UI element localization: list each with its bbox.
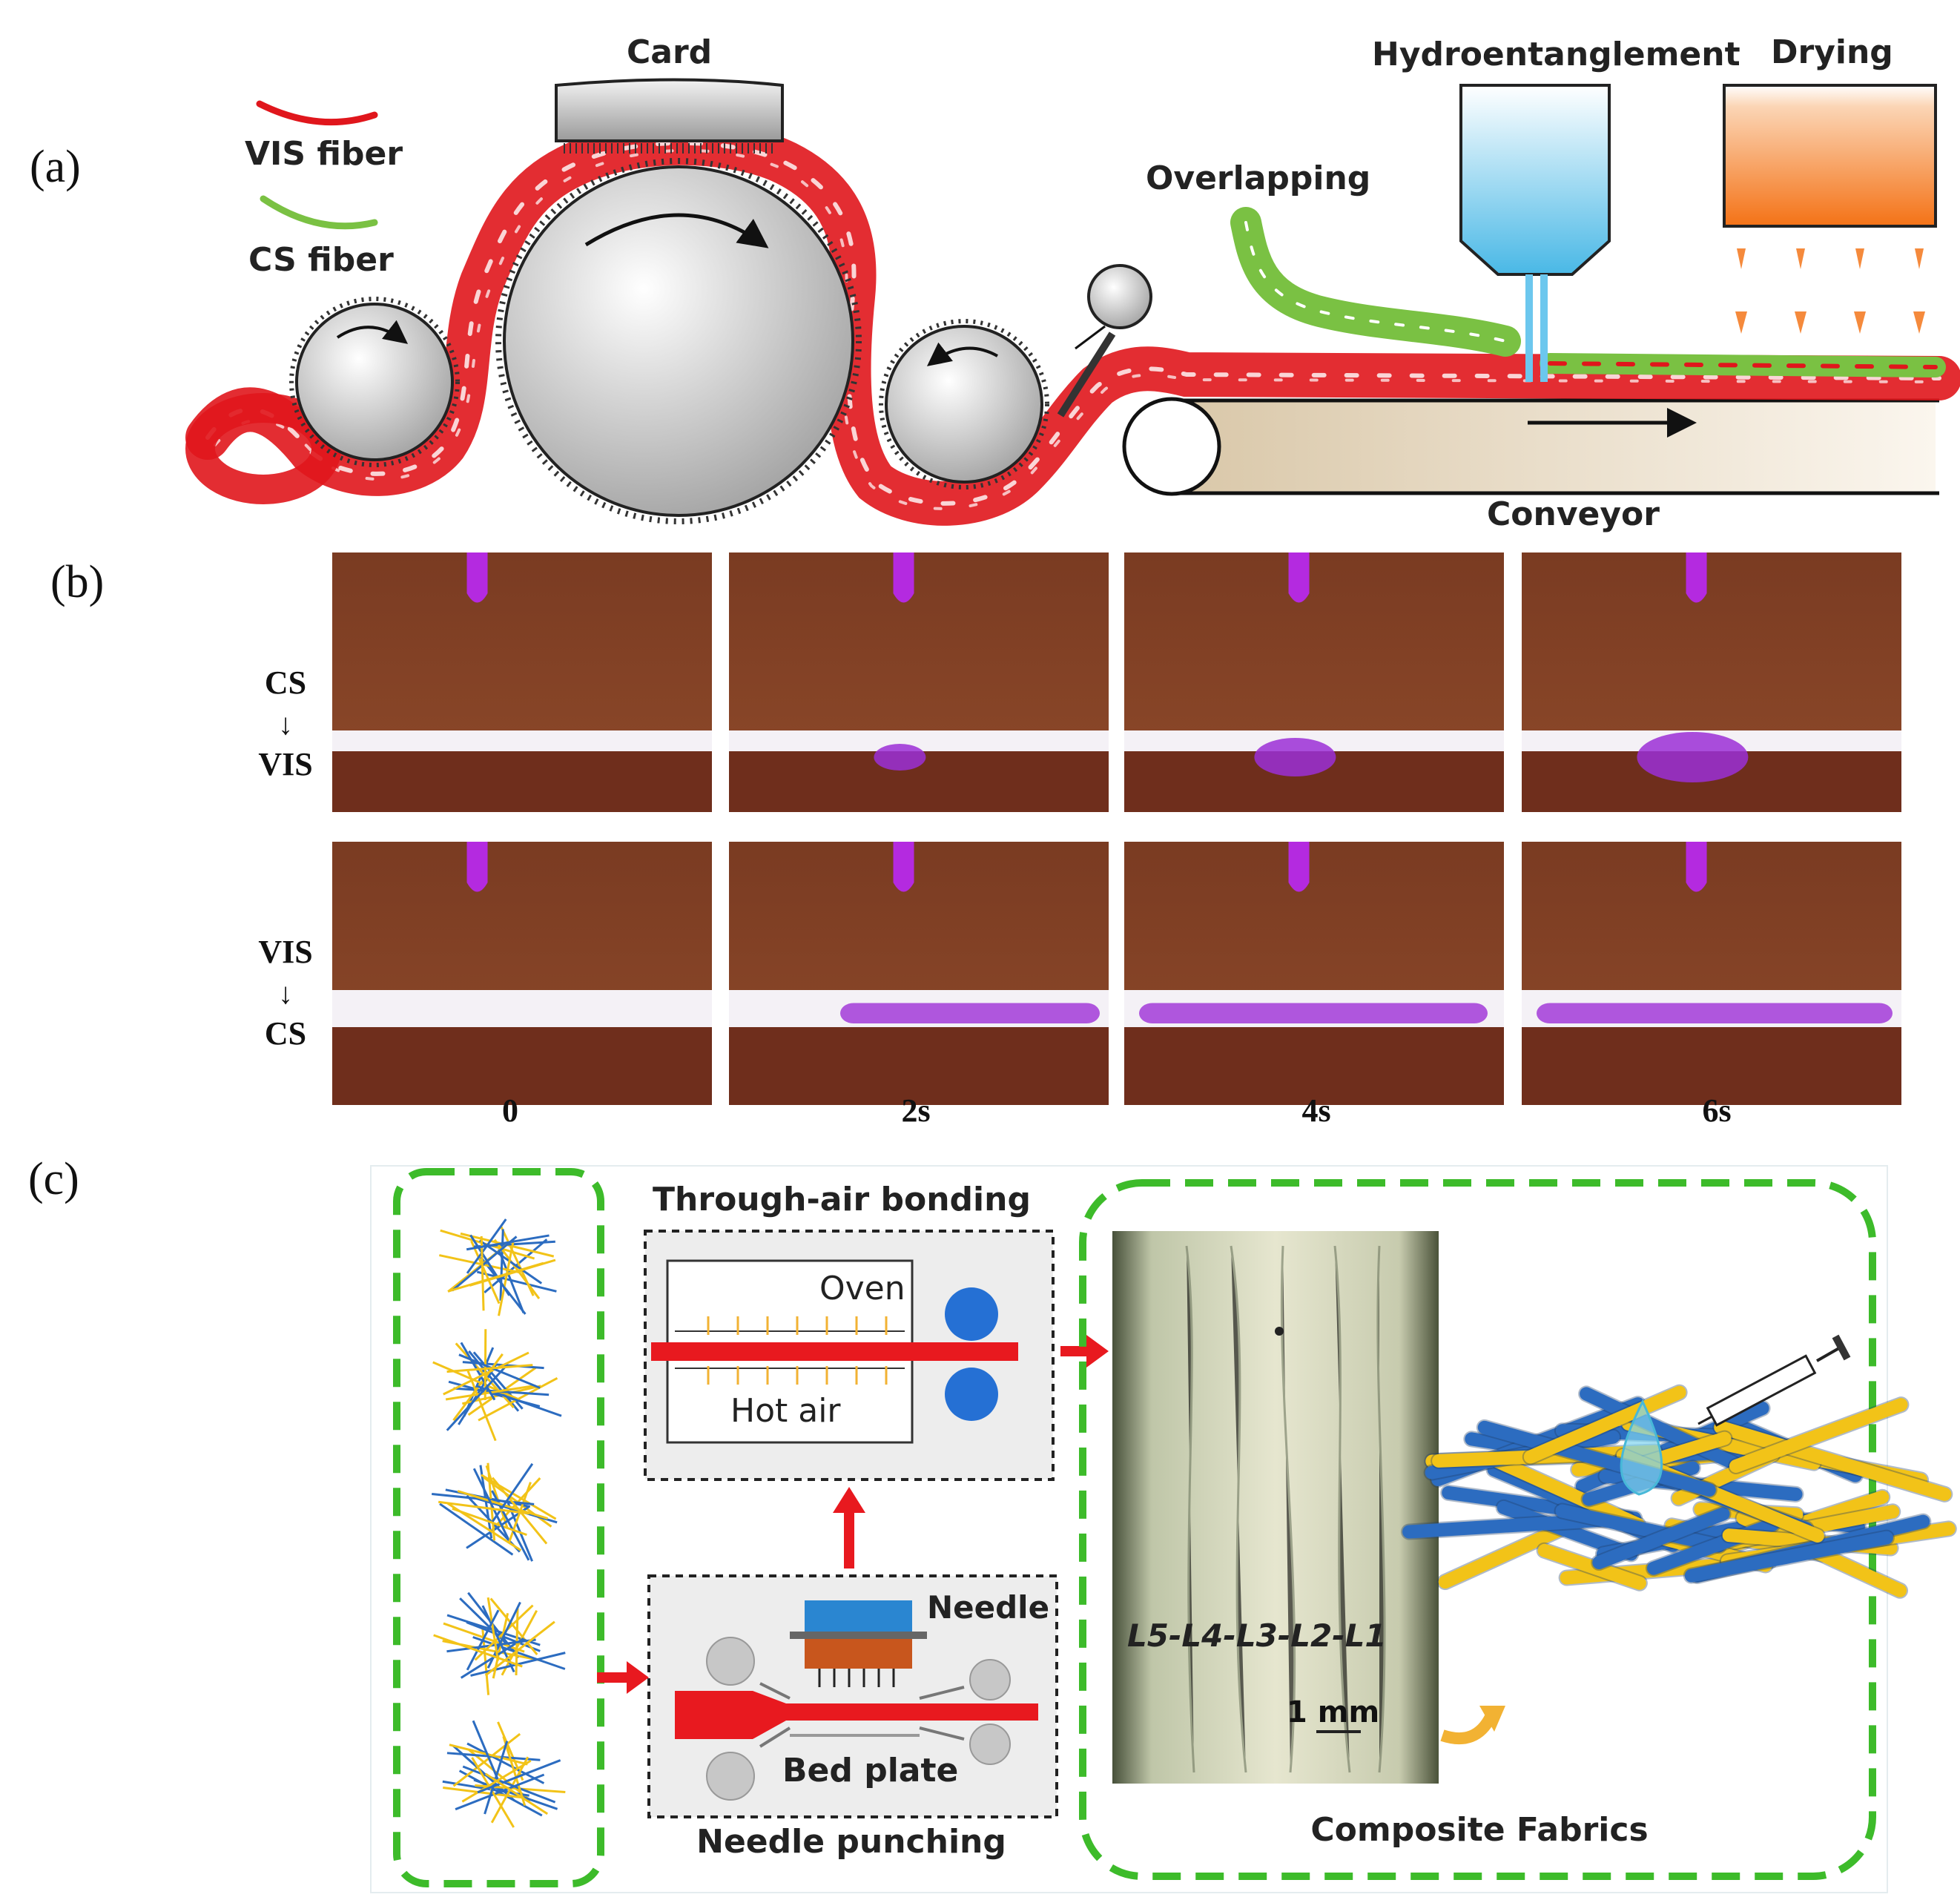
bed-plate-label: Bed plate	[782, 1752, 958, 1790]
doffer-roller-right	[879, 319, 1049, 489]
drying-unit	[1723, 84, 1937, 334]
conveyor-label: Conveyor	[1487, 495, 1660, 533]
arrow-to-composite	[1060, 1335, 1109, 1368]
scale-bar-label: 1 mm	[1287, 1695, 1379, 1729]
row1-top-label: CS	[265, 664, 306, 701]
time-label-3: 6s	[1702, 1092, 1731, 1129]
micrograph	[1112, 1231, 1439, 1784]
hydroentanglement-unit	[1459, 84, 1611, 382]
legend-vis-fiber: VIS fiber	[245, 135, 403, 173]
fiber-bundle-3d	[1401, 1384, 1957, 1599]
needle-punching-title: Needle punching	[696, 1823, 1006, 1861]
vis-fiber-legend-swatch	[256, 100, 378, 126]
fiber-web-stack-box	[393, 1168, 604, 1887]
row2-bottom-label: CS	[265, 1015, 306, 1052]
panel-label-b: (b)	[50, 557, 104, 607]
cs-fiber-legend-swatch	[260, 195, 378, 230]
water-droplet-icon	[1620, 1399, 1663, 1496]
fiber-web-3	[432, 1462, 558, 1562]
photo-frame-2	[1124, 842, 1504, 1105]
overlapping-label: Overlapping	[1146, 159, 1370, 197]
syringe-icon	[1697, 1334, 1851, 1427]
panel-label-c: (c)	[28, 1154, 79, 1204]
yellow-arrow-head	[1479, 1706, 1505, 1732]
fiber-web-2	[432, 1329, 562, 1442]
photo-frame-3	[1522, 552, 1901, 812]
row1-bottom-label: VIS	[258, 746, 312, 782]
hydroentanglement-label: Hydroentanglement	[1372, 36, 1740, 73]
arrow-to-needle-punching	[597, 1661, 649, 1694]
card-head	[555, 78, 784, 154]
time-label-2: 4s	[1301, 1092, 1330, 1129]
stripper-comb	[1057, 264, 1152, 418]
cs-fiber-web	[1230, 207, 1946, 377]
through-air-bonding-box	[644, 1230, 1055, 1481]
card-label: Card	[627, 33, 712, 71]
legend-cs-fiber: CS fiber	[248, 241, 394, 279]
fiber-web-5	[442, 1720, 566, 1828]
drying-label: Drying	[1771, 33, 1893, 71]
photo-frame-0	[332, 842, 712, 1105]
needle-label: Needle	[927, 1589, 1049, 1626]
photo-frame-0	[332, 552, 712, 812]
photo-frame-3	[1522, 842, 1901, 1105]
photo-frame-1	[729, 842, 1109, 1105]
row2-top-label: VIS	[258, 934, 312, 970]
composite-fabrics-label: Composite Fabrics	[1310, 1811, 1648, 1849]
row2-arrow: ↓	[278, 977, 293, 1010]
hot-air-label: Hot air	[730, 1392, 841, 1430]
time-label-1: 2s	[901, 1092, 930, 1129]
photo-row-cs-to-vis	[332, 552, 1901, 812]
row1-arrow: ↓	[278, 707, 293, 741]
oven-label: Oven	[819, 1270, 905, 1307]
doffer-roller-left	[289, 297, 460, 467]
time-label-0: 0	[502, 1092, 518, 1129]
photo-row-vis-to-cs	[332, 842, 1901, 1105]
needle-punching-box	[647, 1574, 1058, 1818]
main-cylinder	[495, 158, 862, 524]
yellow-curved-arrow	[1440, 1714, 1497, 1745]
through-air-bonding-title: Through-air bonding	[653, 1181, 1031, 1218]
photo-frame-1	[729, 552, 1109, 812]
panel-label-a: (a)	[30, 142, 81, 192]
vis-fiber-web	[185, 120, 1960, 526]
photo-frame-2	[1124, 552, 1504, 812]
arrow-to-through-air	[833, 1487, 865, 1569]
fiber-web-1	[439, 1218, 557, 1316]
fiber-web-4	[433, 1591, 566, 1695]
layer-code-label: L5-L4-L3-L2-L1	[1127, 1617, 1387, 1654]
fiber-web-stack	[432, 1218, 566, 1828]
conveyor-belt	[1122, 397, 1939, 496]
